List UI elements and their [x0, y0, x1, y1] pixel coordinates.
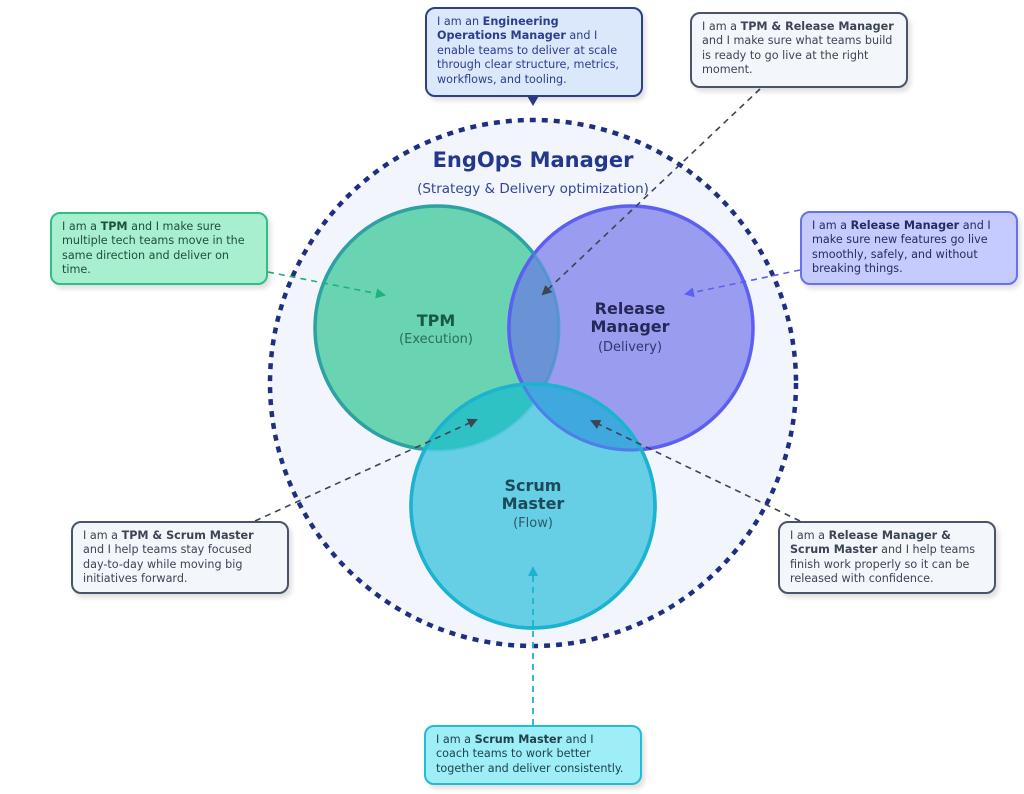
engops-callout-prefix: I am an	[437, 15, 483, 28]
release-label-line2: Manager	[590, 317, 669, 336]
tpm-label: TPM	[417, 311, 456, 330]
tpm-scrum-callout-text: and I help teams stay focused day-to-day…	[83, 543, 252, 586]
release-scrum-arrow	[590, 419, 801, 522]
scrum-callout-prefix: I am a	[436, 733, 475, 746]
tpm-sublabel: (Execution)	[399, 332, 473, 347]
tpm-release-arrow	[541, 88, 761, 296]
tpm-release-callout-prefix: I am a	[702, 20, 741, 33]
release-scrum-callout-role: Release Manager & Scrum Master	[790, 529, 951, 557]
release-callout-prefix: I am a	[812, 219, 851, 232]
scrum-sublabel: (Flow)	[513, 516, 553, 531]
tpm-release-callout: I am a TPM & Release Manager and I make …	[690, 12, 908, 88]
release-arrow	[684, 269, 801, 298]
engops-callout: I am an Engineering Operations Manager a…	[425, 7, 643, 97]
tpm-scrum-callout-role: TPM & Scrum Master	[121, 529, 254, 542]
scrum-callout-text: and I coach teams to work better togethe…	[436, 733, 624, 775]
engops-subtitle: (Strategy & Delivery optimization)	[417, 181, 649, 197]
scrum-callout-role: Scrum Master	[474, 733, 563, 746]
release-sublabel: (Delivery)	[598, 340, 662, 355]
tpm-arrow	[267, 271, 386, 299]
engops-title: EngOps Manager	[433, 148, 634, 172]
tpm-callout-prefix: I am a	[62, 220, 101, 233]
release-scrum-callout-text: and I help teams finish work properly so…	[790, 543, 976, 586]
tpm-release-callout-text: and I make sure what teams build is read…	[702, 34, 893, 77]
engops-callout-text: and I enable teams to deliver at scale t…	[437, 29, 619, 86]
tpm-scrum-arrow	[254, 418, 478, 522]
tpm-release-callout-role: TPM & Release Manager	[740, 20, 894, 33]
scrum-label-line2: Master	[502, 494, 565, 513]
tpm-scrum-callout: I am a TPM & Scrum Master and I help tea…	[71, 521, 289, 594]
release-scrum-callout: I am a Release Manager & Scrum Master an…	[778, 521, 996, 594]
engops-callout-role: Engineering Operations Manager	[437, 15, 566, 43]
tpm-callout-text: and I make sure multiple tech teams move…	[62, 220, 245, 277]
scrum-callout: I am a Scrum Master and I coach teams to…	[424, 725, 642, 785]
tpm-scrum-callout-prefix: I am a	[83, 529, 122, 542]
tpm-callout: I am a TPM and I make sure multiple tech…	[50, 212, 268, 285]
release-callout-role: Release Manager	[850, 219, 960, 232]
scrum-label-line1: Scrum	[505, 476, 562, 495]
release-label-line1: Release	[595, 299, 666, 318]
tpm-callout-role: TPM	[100, 220, 128, 233]
release-callout: I am a Release Manager and I make sure n…	[800, 211, 1018, 285]
release-scrum-callout-prefix: I am a	[790, 529, 829, 542]
release-callout-text: and I make sure new features go live smo…	[812, 219, 991, 276]
